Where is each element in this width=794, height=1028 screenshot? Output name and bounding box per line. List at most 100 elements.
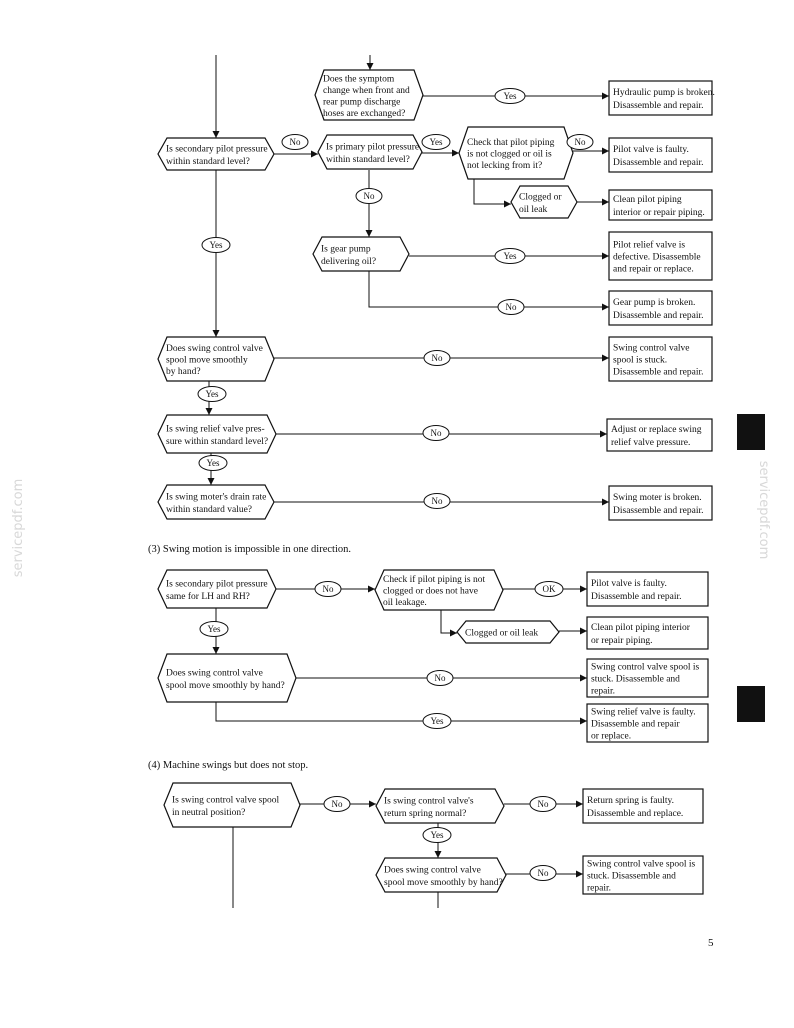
result-r6-box bbox=[608, 336, 713, 382]
result-r1-line: Hydraulic pump is broken. bbox=[613, 88, 715, 98]
decision-f3-line: spool move smoothly by hand? bbox=[384, 878, 503, 888]
no-label-oval bbox=[566, 134, 594, 150]
no-label: No bbox=[506, 302, 517, 312]
result-s4-line: or replace. bbox=[591, 732, 631, 742]
result-t1-line: Disassemble and replace. bbox=[587, 809, 683, 819]
result-r7-box bbox=[606, 418, 713, 452]
decision-e4-line: spool move smoothly by hand? bbox=[166, 681, 285, 691]
decision-e3-line: Clogged or oil leak bbox=[465, 629, 538, 639]
decision-d5-shape bbox=[510, 185, 578, 219]
result-r7-line: relief valve pressure. bbox=[611, 437, 690, 448]
decision-d2-line: Is secondary pilot pressure bbox=[166, 144, 268, 154]
no-label-oval bbox=[423, 350, 451, 366]
yes-label-oval bbox=[494, 88, 526, 104]
yes-label-oval bbox=[199, 621, 229, 637]
decision-f3-line: Does swing control valve bbox=[384, 865, 481, 875]
decision-e4-line: Does swing control valve bbox=[166, 668, 263, 678]
no-label-oval bbox=[423, 493, 451, 509]
result-r2-box bbox=[608, 137, 713, 173]
decision-f1-line: in neutral position? bbox=[172, 808, 245, 818]
result-r4-line: defective. Disassemble bbox=[613, 252, 701, 263]
page-number: 5 bbox=[708, 937, 714, 949]
decision-d3-shape bbox=[317, 134, 423, 170]
yes-label: Yes bbox=[503, 91, 517, 101]
no-label: No bbox=[290, 137, 301, 147]
no-label-oval bbox=[314, 581, 342, 597]
decision-d9-shape bbox=[157, 484, 275, 520]
decision-d9-line: within standard value? bbox=[166, 505, 252, 515]
result-r7-line: Adjust or replace swing bbox=[611, 425, 702, 435]
result-r5-line: Disassemble and repair. bbox=[613, 311, 704, 321]
result-r4-box bbox=[608, 231, 713, 281]
decision-e2-line: Check if pilot piping is not bbox=[383, 574, 485, 585]
decision-d7-line: Does swing control valve bbox=[166, 344, 263, 354]
decision-d6-line: Is gear pump bbox=[321, 244, 371, 254]
decision-d6-line: delivering oil? bbox=[321, 257, 376, 267]
no-label: No bbox=[575, 137, 586, 147]
decision-e1-shape bbox=[157, 569, 277, 609]
no-label: No bbox=[538, 799, 549, 809]
decision-d1-shape bbox=[314, 69, 424, 121]
result-r6-line: Swing control valve bbox=[613, 344, 690, 354]
decision-d7-line: by hand? bbox=[166, 367, 201, 377]
edge-tab-marker bbox=[737, 414, 765, 450]
result-r3-line: Clean pilot piping bbox=[613, 195, 682, 205]
no-label-oval bbox=[529, 796, 557, 812]
yes-label: Yes bbox=[503, 251, 517, 261]
result-s3-box bbox=[586, 658, 709, 698]
decision-d6-shape bbox=[312, 236, 410, 272]
decision-f1-shape bbox=[163, 782, 301, 828]
decision-e1-line: Is secondary pilot pressure bbox=[166, 579, 268, 589]
decision-d3-line: within standard level? bbox=[326, 155, 410, 165]
no-label: No bbox=[538, 868, 549, 878]
result-s3-line: repair. bbox=[591, 687, 615, 697]
edge-tab-marker bbox=[737, 686, 765, 722]
decision-e2-line: oil leakage. bbox=[383, 598, 427, 608]
no-label: No bbox=[431, 428, 442, 438]
no-label-oval bbox=[323, 796, 351, 812]
decision-d8-line: sure within standard level? bbox=[166, 437, 268, 447]
no-label-oval bbox=[529, 865, 557, 881]
no-label: No bbox=[364, 191, 375, 201]
result-r1-box bbox=[608, 80, 713, 116]
result-s4-box bbox=[586, 703, 709, 743]
yes-label: Yes bbox=[205, 389, 219, 399]
result-r5-line: Gear pump is broken. bbox=[613, 298, 695, 308]
result-r5-box bbox=[608, 290, 713, 326]
decision-d3-line: Is primary pilot pressure bbox=[326, 142, 419, 152]
result-r6-line: Disassemble and repair. bbox=[613, 368, 704, 378]
section-4-title: (4) Machine swings but does not stop. bbox=[148, 760, 308, 771]
connector-arrow bbox=[440, 610, 457, 637]
result-s2-box bbox=[586, 616, 709, 650]
no-label-oval bbox=[355, 188, 383, 204]
decision-d4-line: not lecking from it? bbox=[467, 160, 542, 171]
no-label-oval bbox=[422, 425, 450, 441]
decision-d7-line: spool move smoothly bbox=[166, 356, 248, 366]
decision-d4-line: is not clogged or oil is bbox=[467, 150, 552, 160]
section-3-title: (3) Swing motion is impossible in one di… bbox=[148, 544, 351, 555]
yes-label-oval bbox=[421, 134, 451, 150]
decision-d1-line: change when front and bbox=[323, 85, 410, 96]
no-label-oval bbox=[497, 299, 525, 315]
yes-label: Yes bbox=[207, 624, 221, 634]
decision-d4-shape bbox=[458, 126, 574, 180]
result-r3-line: interior or repair piping. bbox=[613, 208, 705, 218]
decision-f2-shape bbox=[375, 788, 505, 824]
ok-label: OK bbox=[543, 584, 556, 594]
decision-d1-line: Does the symptom bbox=[323, 74, 395, 84]
result-t2-line: stuck. Disassemble and bbox=[587, 872, 676, 882]
result-t2-line: Swing control valve spool is bbox=[587, 860, 695, 870]
no-label: No bbox=[432, 496, 443, 506]
result-r2-line: Pilot valve is faulty. bbox=[613, 144, 689, 155]
result-r8-line: Swing moter is broken. bbox=[613, 493, 702, 503]
result-r6-line: spool is stuck. bbox=[613, 356, 667, 366]
decision-d5-line: Clogged or bbox=[519, 192, 562, 202]
yes-label: Yes bbox=[430, 716, 444, 726]
connector-arrow bbox=[215, 702, 587, 725]
no-label-oval bbox=[281, 134, 309, 150]
result-s4-line: Disassemble and repair bbox=[591, 720, 680, 730]
decision-d4-line: Check that pilot piping bbox=[467, 138, 555, 148]
yes-label-oval bbox=[198, 455, 228, 471]
result-t2-line: repair. bbox=[587, 884, 611, 894]
